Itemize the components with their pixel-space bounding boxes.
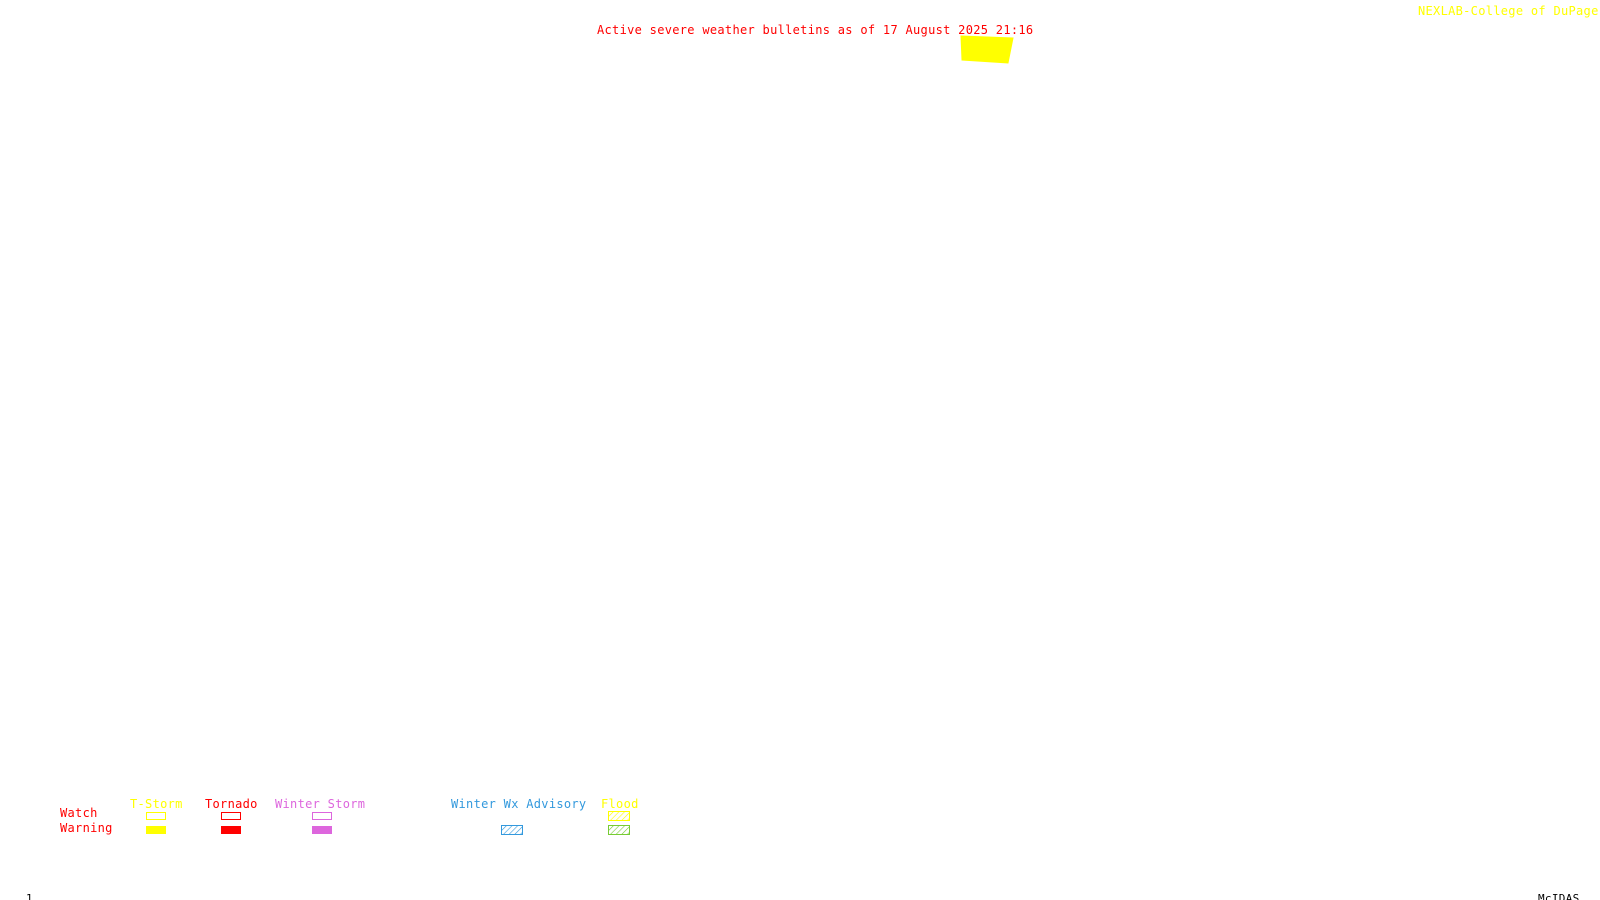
tstorm-warning-polygon[interactable] xyxy=(960,34,1014,64)
legend-winter-storm-label: Winter Storm xyxy=(275,797,366,811)
legend-tstorm-label: T-Storm xyxy=(130,797,183,811)
legend-tornado-watch-swatch xyxy=(221,812,241,820)
software-label: McIDAS xyxy=(1538,892,1580,900)
legend-winter-storm-watch-swatch xyxy=(312,812,332,820)
legend-flood-warning-swatch xyxy=(608,825,630,835)
map-title: Active severe weather bulletins as of 17… xyxy=(597,23,1034,37)
legend-tstorm-warning-swatch xyxy=(146,826,166,834)
legend-flood-label: Flood xyxy=(601,797,639,811)
legend-warning-label: Warning xyxy=(60,821,113,835)
legend-tornado-label: Tornado xyxy=(205,797,258,811)
legend-winter-advisory-swatch xyxy=(501,825,523,835)
frame-number: 1 xyxy=(26,892,33,900)
legend-winter-advisory-label: Winter Wx Advisory xyxy=(451,797,587,811)
legend-tstorm-watch-swatch xyxy=(146,812,166,820)
legend-watch-label: Watch xyxy=(60,806,98,820)
legend-tornado-warning-swatch xyxy=(221,826,241,834)
legend-flood-watch-swatch xyxy=(608,811,630,821)
legend-winter-storm-warning-swatch xyxy=(312,826,332,834)
credit-label: NEXLAB-College of DuPage R xyxy=(1418,4,1600,18)
